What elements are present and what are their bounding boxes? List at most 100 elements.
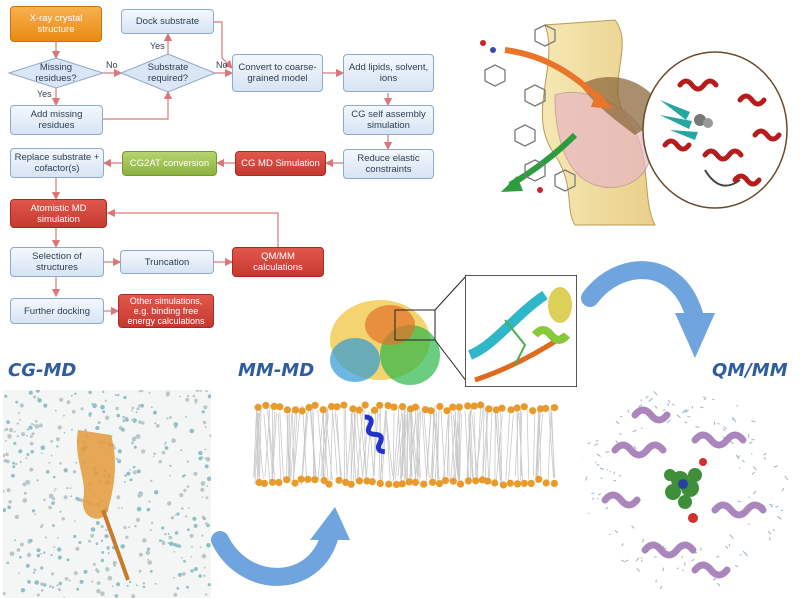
lipid-tail (410, 412, 413, 484)
cg-particle (3, 508, 7, 513)
cg-particle (57, 425, 62, 430)
lipid-headgroup (456, 480, 465, 488)
cg-particle (80, 407, 84, 411)
cg-particle (175, 514, 177, 516)
lipid-tail (410, 407, 419, 484)
cg-particle (102, 410, 106, 414)
solvent-stick (620, 543, 624, 547)
cg-particle (205, 496, 209, 500)
lipid-tail (434, 406, 440, 485)
cg-particle (121, 427, 125, 432)
solvent-stick (738, 455, 741, 458)
solvent-stick (752, 490, 757, 495)
cg-particle (96, 588, 101, 594)
solvent-stick (596, 453, 601, 457)
cg-particle (107, 575, 113, 581)
lipid-tail (277, 413, 282, 482)
truncation-box: Truncation (120, 250, 214, 274)
cg-particle (145, 550, 150, 555)
lipid-headgroup (411, 403, 420, 411)
cg-particle (169, 474, 171, 477)
cg-particle (48, 461, 51, 464)
cg-particle (153, 452, 157, 456)
cg-particle (63, 468, 68, 473)
cg-particle (31, 432, 35, 436)
cg-particle (186, 395, 190, 398)
cg-particle (123, 480, 126, 483)
lipid-headgroup (443, 407, 451, 415)
cg-particle (146, 507, 151, 512)
cg-particle (71, 428, 73, 431)
solvent-stick (662, 567, 665, 572)
cg-particle (25, 457, 28, 460)
cg-particle (147, 558, 150, 561)
solvent-stick (738, 467, 741, 469)
cg-particle (185, 515, 188, 518)
cg-particle (169, 416, 172, 419)
lipid-tail (317, 410, 324, 481)
cg-particle (116, 413, 120, 418)
solvent-stick (684, 562, 686, 566)
lipid-tail (516, 406, 519, 482)
cg-particle (136, 506, 142, 512)
lipid-headgroup (376, 479, 384, 487)
cg-particle (117, 459, 122, 464)
lipid-tail (362, 413, 370, 478)
cg-particle (203, 574, 206, 577)
cg-particle (71, 409, 76, 414)
cg-particle (50, 439, 54, 443)
cg-particle (183, 559, 186, 563)
solvent-stick (702, 396, 706, 399)
solvent-stick (768, 537, 771, 541)
cg-particle (141, 421, 145, 425)
cg-particle (117, 507, 120, 509)
solvent-stick (684, 421, 688, 424)
lipid-headgroup (325, 480, 333, 488)
cg-particle (37, 396, 39, 399)
cg-particle (131, 409, 133, 412)
lipid-headgroup (355, 406, 363, 414)
cg-particle (138, 390, 140, 393)
solvent-stick (784, 475, 789, 481)
solvent-stick (714, 577, 717, 581)
cg-particle (19, 418, 21, 421)
lipid-headgroup (436, 402, 444, 411)
cg-particle (138, 420, 142, 424)
cg-particle (30, 450, 34, 454)
cg-particle (3, 429, 6, 432)
cg-particle (201, 553, 207, 559)
cg-particle (28, 390, 33, 395)
cg-particle (95, 521, 100, 525)
cg-particle (70, 495, 73, 498)
solvent-stick (723, 426, 727, 430)
solvent-stick (645, 395, 649, 399)
solvent-stick (717, 422, 720, 425)
cg-particle (131, 594, 136, 598)
lipid-tail (409, 406, 417, 482)
cg-particle (183, 474, 186, 477)
cg-particle (153, 490, 159, 495)
cg-particle (204, 448, 207, 451)
lipid-tail (289, 413, 291, 476)
cg-particle (38, 423, 43, 428)
cg-particle (102, 390, 105, 393)
solvent-stick (763, 452, 767, 456)
cg-particle (161, 450, 166, 455)
cg-particle (11, 473, 15, 478)
solvent-stick (667, 399, 671, 403)
cg-particle (135, 434, 141, 439)
lipid-headgroup (441, 477, 449, 485)
cg-particle (15, 400, 19, 404)
cg-particle (70, 394, 73, 397)
cg-particle (29, 435, 33, 439)
solvent-stick (735, 454, 740, 460)
cg-particle (79, 579, 84, 584)
lipid-headgroup (470, 402, 478, 410)
lipid-headgroup (499, 481, 507, 489)
solvent-stick (631, 525, 635, 529)
lipid-tail (372, 414, 379, 480)
lipid-tail (404, 414, 407, 480)
lipid-tail (464, 410, 470, 485)
solvent-stick (716, 582, 721, 587)
lipid-tail (469, 412, 474, 483)
